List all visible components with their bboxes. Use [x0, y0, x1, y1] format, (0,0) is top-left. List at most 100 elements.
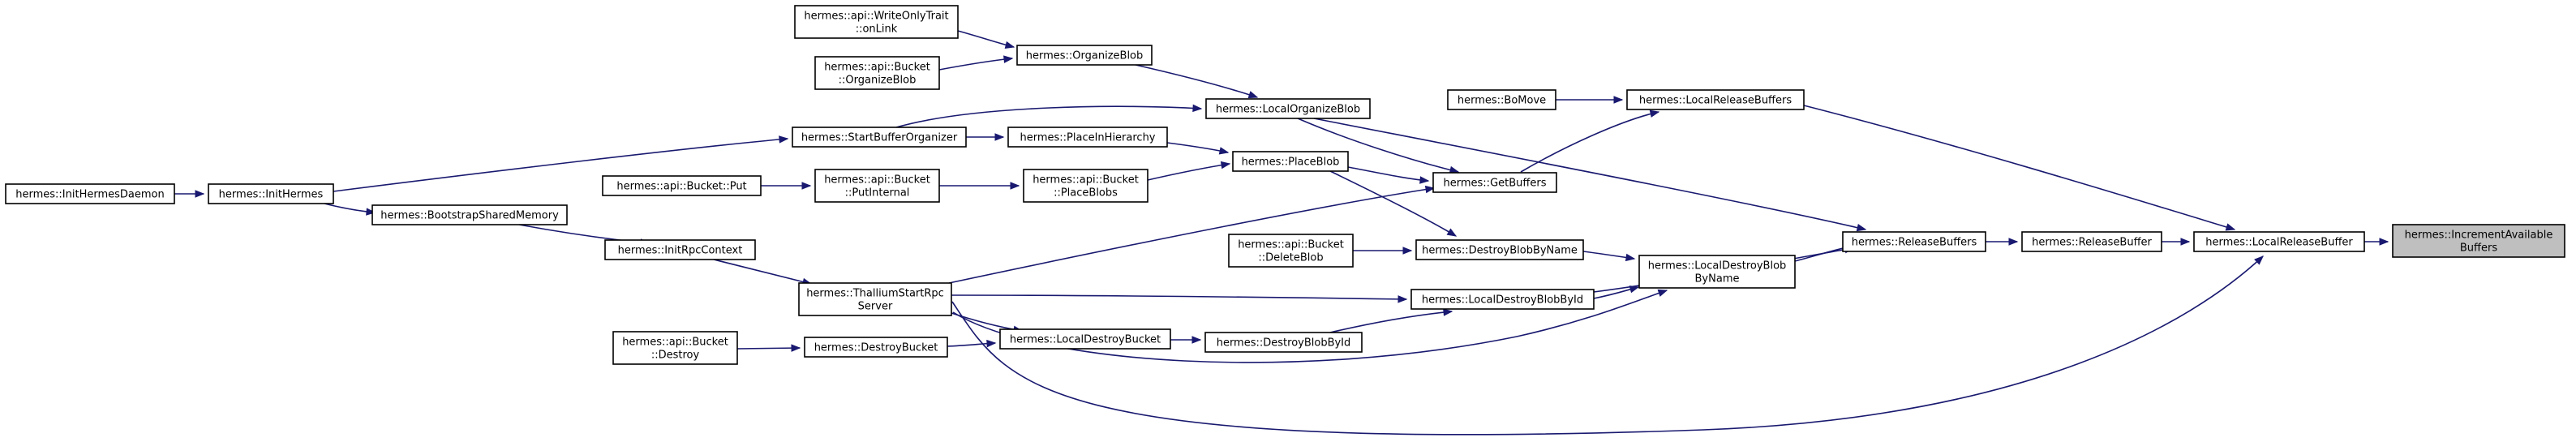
- node-box: [1626, 89, 1805, 110]
- node-box: [1410, 289, 1595, 310]
- edge-destroyBucket-to-localDestroyBucket: [947, 339, 997, 348]
- node-localOrganizeBlob[interactable]: hermes::LocalOrganizeBlob: [1205, 98, 1371, 119]
- node-label: hermes::GetBuffers: [1444, 178, 1547, 190]
- node-boMove[interactable]: hermes::BoMove: [1447, 89, 1556, 110]
- node-label: hermes::api::WriteOnlyTrait: [804, 11, 948, 23]
- node-box: [208, 183, 334, 204]
- node-placeBlob[interactable]: hermes::PlaceBlob: [1232, 151, 1349, 172]
- node-localReleaseBuffer[interactable]: hermes::LocalReleaseBuffer: [2193, 231, 2365, 252]
- edge-localOrganizeBlob-to-releaseBuffers: [1313, 118, 1867, 232]
- node-box: [1447, 89, 1556, 110]
- node-apiBucketDestroy[interactable]: hermes::api::Bucket::Destroy: [612, 331, 738, 365]
- edge-line: [895, 105, 1202, 128]
- arrowhead: [366, 208, 376, 216]
- node-box: [371, 204, 568, 225]
- node-label: hermes::InitRpcContext: [618, 245, 743, 257]
- edge-apiBucketDeleteBlob-to-destroyBlobByName: [1353, 247, 1413, 255]
- arrowhead: [1657, 289, 1668, 297]
- node-releaseBuffers[interactable]: hermes::ReleaseBuffers: [1842, 231, 1986, 252]
- node-box: [2392, 224, 2565, 258]
- node-initHermesDaemon[interactable]: hermes::InitHermesDaemon: [5, 183, 175, 204]
- node-label: hermes::ThalliumStartRpc: [806, 288, 944, 300]
- edge-destroyBlobByName-to-localDestroyBlobByName: [1582, 251, 1636, 262]
- edge-localDestroyBlobById-to-localDestroyBlobByName: [1593, 285, 1640, 299]
- node-localReleaseBuffers[interactable]: hermes::LocalReleaseBuffers: [1626, 89, 1805, 110]
- node-label: hermes::DestroyBlobByName: [1422, 245, 1578, 257]
- node-localDestroyBlobById[interactable]: hermes::LocalDestroyBlobById: [1410, 289, 1595, 310]
- node-box: [999, 328, 1171, 350]
- node-box: [612, 331, 738, 365]
- node-box: [814, 169, 940, 203]
- arrowhead: [994, 133, 1005, 141]
- node-startBufferOrganizer[interactable]: hermes::StartBufferOrganizer: [792, 127, 967, 148]
- edge-initHermes-to-startBufferOrganizer: [333, 135, 789, 192]
- arrowhead: [1003, 55, 1014, 63]
- node-box: [792, 127, 967, 148]
- node-label: hermes::api::Bucket: [824, 62, 930, 74]
- node-label: hermes::api::Bucket: [824, 174, 930, 187]
- arrowhead: [1446, 228, 1458, 237]
- node-getBuffers[interactable]: hermes::GetBuffers: [1432, 172, 1557, 193]
- edges-layer: [174, 30, 2389, 436]
- node-box: [1432, 172, 1557, 193]
- node-box: [794, 5, 959, 39]
- arrowhead: [1625, 253, 1636, 262]
- edge-thallium-to-getBuffers: [948, 185, 1436, 284]
- edge-apiBucketPutInternal-to-apiBucketPlaceBlobs: [939, 182, 1020, 190]
- edge-startBufferOrganizer-to-localOrganizeBlob: [895, 104, 1203, 128]
- node-label: hermes::LocalReleaseBuffer: [2205, 237, 2353, 249]
- node-label: hermes::api::Bucket: [1033, 174, 1139, 187]
- node-releaseBuffer[interactable]: hermes::ReleaseBuffer: [2021, 231, 2162, 252]
- arrowhead: [1004, 41, 1015, 49]
- edge-releaseBuffer-to-localReleaseBuffer: [2162, 238, 2191, 246]
- node-destroyBlobById[interactable]: hermes::DestroyBlobById: [1204, 332, 1363, 353]
- node-organizeBlob[interactable]: hermes::OrganizeBlob: [1016, 45, 1153, 66]
- node-bootstrapSharedMemory[interactable]: hermes::BootstrapSharedMemory: [371, 204, 568, 225]
- node-initHermes[interactable]: hermes::InitHermes: [208, 183, 334, 204]
- node-label: ::PutInternal: [845, 187, 910, 200]
- node-box: [604, 239, 756, 260]
- edge-localReleaseBuffers-to-localReleaseBuffer: [1803, 105, 2236, 231]
- node-apiBucketOrganizeBlob[interactable]: hermes::api::Bucket::OrganizeBlob: [814, 56, 940, 90]
- node-label: hermes::BoMove: [1458, 95, 1546, 107]
- node-destroyBlobByName[interactable]: hermes::DestroyBlobByName: [1415, 239, 1584, 260]
- node-apiBucketPutInternal[interactable]: hermes::api::Bucket::PutInternal: [814, 169, 940, 203]
- arrowhead: [1402, 247, 1413, 255]
- node-apiBucketDeleteBlob[interactable]: hermes::api::Bucket::DeleteBlob: [1228, 234, 1354, 268]
- node-box: [1204, 332, 1363, 353]
- node-label: hermes::LocalDestroyBlobById: [1422, 294, 1583, 307]
- arrowhead: [1419, 176, 1430, 184]
- arrowhead: [1247, 91, 1259, 99]
- node-label: hermes::PlaceInHierarchy: [1020, 132, 1155, 144]
- node-label: hermes::api::Bucket::Put: [616, 181, 746, 193]
- node-localDestroyBucket[interactable]: hermes::LocalDestroyBucket: [999, 328, 1171, 350]
- node-label: hermes::BootstrapSharedMemory: [380, 210, 559, 222]
- node-initRpcContext[interactable]: hermes::InitRpcContext: [604, 239, 756, 260]
- edge-line: [1803, 105, 2235, 230]
- arrowhead: [195, 190, 205, 198]
- node-placeInHierarchy[interactable]: hermes::PlaceInHierarchy: [1007, 127, 1168, 148]
- node-apiBucketPut[interactable]: hermes::api::Bucket::Put: [602, 175, 762, 196]
- node-writeOnlyTrait[interactable]: hermes::api::WriteOnlyTrait::onLink: [794, 5, 959, 39]
- node-label: hermes::InitHermes: [219, 189, 324, 201]
- node-destroyBucket[interactable]: hermes::DestroyBucket: [804, 337, 948, 358]
- edge-localReleaseBuffer-to-increment: [2364, 238, 2389, 246]
- edge-line: [1329, 170, 1457, 237]
- arrowhead: [1629, 285, 1640, 294]
- node-label: Buffers: [2460, 242, 2497, 255]
- arrowhead: [2254, 255, 2264, 265]
- node-label: hermes::OrganizeBlob: [1026, 50, 1144, 62]
- edge-line: [1329, 311, 1453, 333]
- node-apiBucketPlaceBlobs[interactable]: hermes::api::Bucket::PlaceBlobs: [1023, 169, 1148, 203]
- node-label: hermes::api::Bucket: [622, 337, 728, 349]
- node-box: [2021, 231, 2162, 252]
- edge-line: [1313, 118, 1866, 230]
- edge-apiBucketOrganizeBlob-to-organizeBlob: [938, 55, 1014, 71]
- node-box: [602, 175, 762, 196]
- edge-apiBucketDestroy-to-destroyBucket: [736, 344, 801, 352]
- edge-line: [333, 138, 788, 192]
